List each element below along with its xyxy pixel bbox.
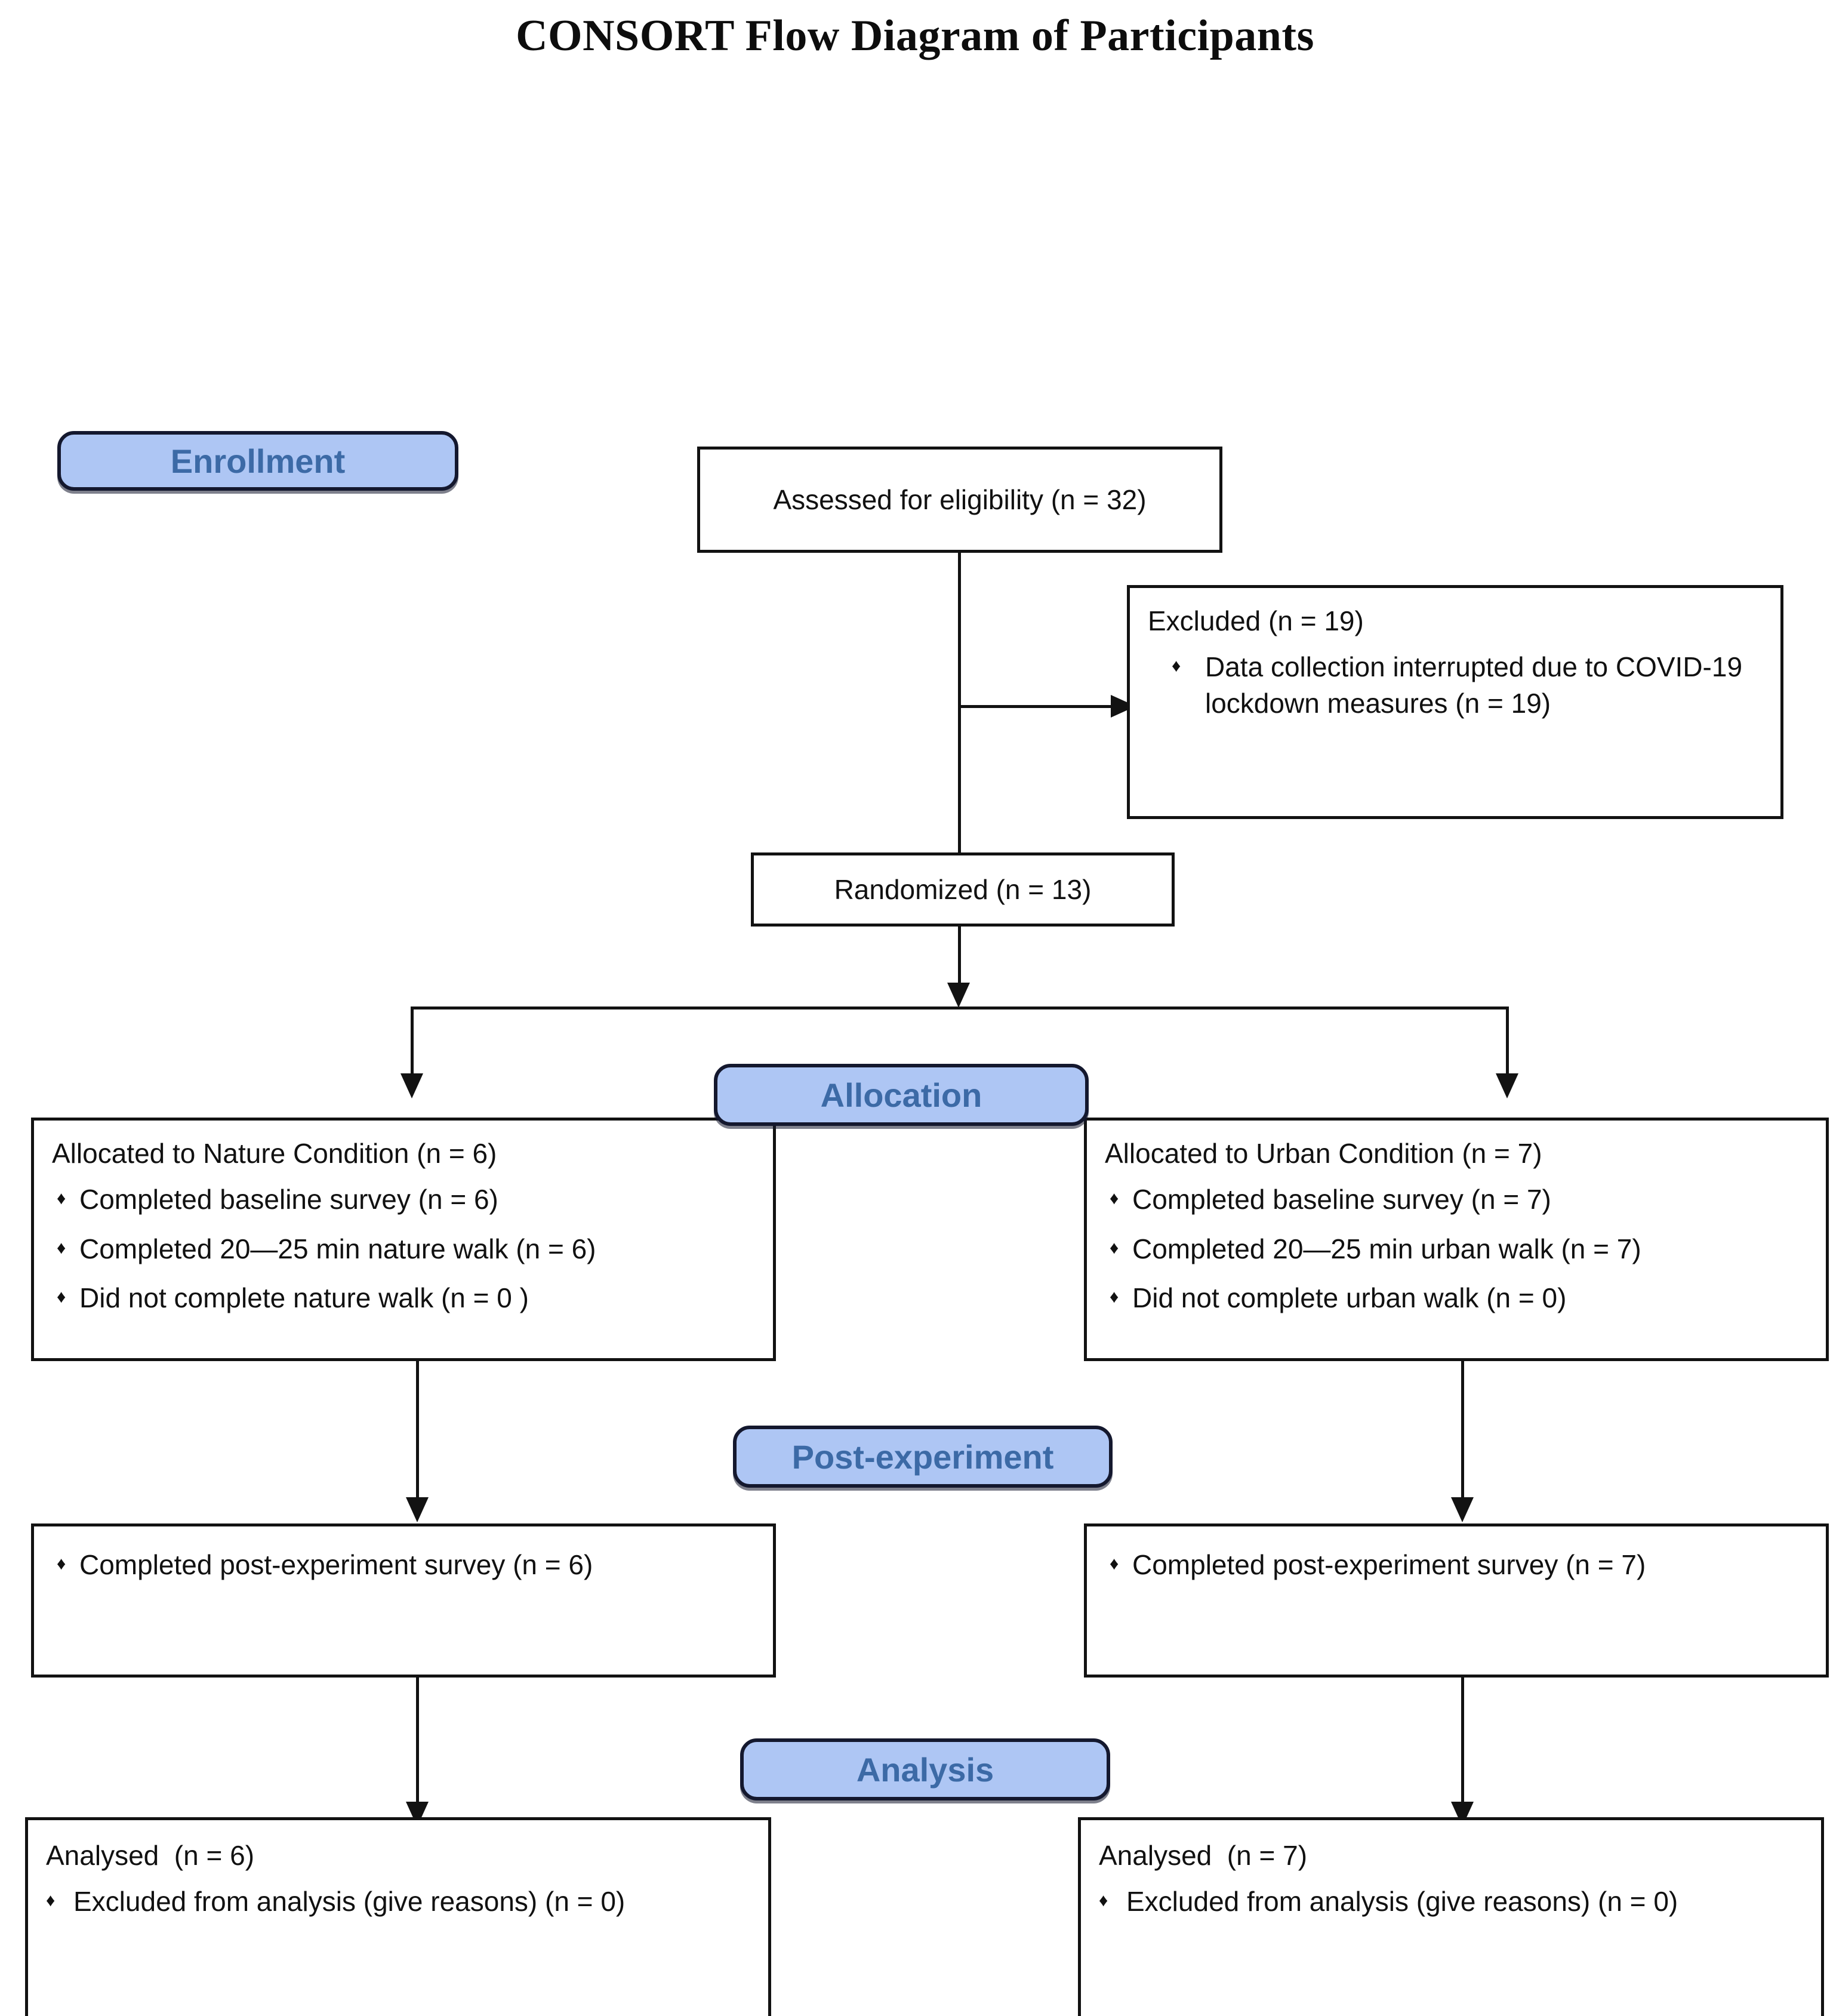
list-item: Did not complete urban walk (n = 0) xyxy=(1105,1280,1808,1316)
stage-label-enrollment: Enrollment xyxy=(170,442,346,480)
stage-label-allocation: Allocation xyxy=(820,1076,982,1114)
connector-randomized-stem xyxy=(958,927,961,1002)
assessed-text: Assessed for eligibility (n = 32) xyxy=(773,484,1147,515)
analysis-right-bullet-list: Excluded from analysis (give reasons) (n… xyxy=(1099,1883,1803,1920)
arrowhead-alloc-left-to-post xyxy=(406,1497,429,1522)
node-post-experiment-urban: Completed post-experiment survey (n = 7) xyxy=(1084,1523,1829,1678)
stage-banner-post-experiment: Post-experiment xyxy=(733,1426,1113,1488)
node-assessed-for-eligibility: Assessed for eligibility (n = 32) xyxy=(697,447,1222,553)
analysis-left-head: Analysed (n = 6) xyxy=(46,1840,255,1871)
randomized-text: Randomized (n = 13) xyxy=(834,874,1092,905)
node-analysed-urban: Analysed (n = 7) Excluded from analysis … xyxy=(1078,1817,1824,2016)
stage-label-post-experiment: Post-experiment xyxy=(791,1438,1054,1476)
post-right-bullet-list: Completed post-experiment survey (n = 7) xyxy=(1105,1547,1808,1583)
stage-banner-allocation: Allocation xyxy=(714,1064,1089,1126)
connector-split-left xyxy=(411,1007,414,1082)
node-randomized: Randomized (n = 13) xyxy=(751,852,1175,927)
stage-banner-enrollment: Enrollment xyxy=(57,431,458,491)
node-excluded: Excluded (n = 19) Data collection interr… xyxy=(1127,585,1783,819)
connector-assessed-to-randomized xyxy=(958,553,961,852)
list-item: Completed baseline survey (n = 6) xyxy=(52,1181,755,1218)
stage-label-analysis: Analysis xyxy=(856,1750,994,1789)
node-allocated-urban: Allocated to Urban Condition (n = 7) Com… xyxy=(1084,1118,1829,1361)
alloc-left-bullet-list: Completed baseline survey (n = 6) Comple… xyxy=(52,1181,755,1316)
list-item: Completed 20—25 min urban walk (n = 7) xyxy=(1105,1231,1808,1267)
node-analysed-nature: Analysed (n = 6) Excluded from analysis … xyxy=(25,1817,771,2016)
page-title: CONSORT Flow Diagram of Participants xyxy=(516,11,1314,60)
node-post-experiment-nature: Completed post-experiment survey (n = 6) xyxy=(31,1523,776,1678)
post-left-bullet-list: Completed post-experiment survey (n = 6) xyxy=(52,1547,755,1583)
arrowhead-split-right xyxy=(1496,1073,1518,1098)
alloc-right-bullet-list: Completed baseline survey (n = 7) Comple… xyxy=(1105,1181,1808,1316)
list-item: Excluded from analysis (give reasons) (n… xyxy=(46,1883,750,1920)
connector-allocation-split-bar xyxy=(411,1007,1509,1009)
list-item: Completed 20—25 min nature walk (n = 6) xyxy=(52,1231,755,1267)
arrowhead-randomized-stem xyxy=(947,983,970,1008)
excluded-bullet-list: Data collection interrupted due to COVID… xyxy=(1148,649,1763,721)
alloc-right-head: Allocated to Urban Condition (n = 7) xyxy=(1105,1138,1542,1169)
list-item: Completed post-experiment survey (n = 6) xyxy=(52,1547,755,1583)
analysis-right-head: Analysed (n = 7) xyxy=(1099,1840,1308,1871)
connector-alloc-right-to-post xyxy=(1461,1361,1464,1504)
connector-to-excluded xyxy=(958,705,1113,708)
node-allocated-nature: Allocated to Nature Condition (n = 6) Co… xyxy=(31,1118,776,1361)
analysis-left-bullet-list: Excluded from analysis (give reasons) (n… xyxy=(46,1883,750,1920)
connector-post-right-to-analysis xyxy=(1461,1678,1464,1810)
list-item: Data collection interrupted due to COVID… xyxy=(1148,649,1763,721)
excluded-head: Excluded (n = 19) xyxy=(1148,605,1364,636)
arrowhead-alloc-right-to-post xyxy=(1451,1497,1474,1522)
list-item: Completed post-experiment survey (n = 7) xyxy=(1105,1547,1808,1583)
alloc-left-head: Allocated to Nature Condition (n = 6) xyxy=(52,1138,497,1169)
connector-split-right xyxy=(1506,1007,1509,1082)
stage-banner-analysis: Analysis xyxy=(740,1738,1110,1800)
list-item: Excluded from analysis (give reasons) (n… xyxy=(1099,1883,1803,1920)
arrowhead-split-left xyxy=(400,1073,423,1098)
connector-alloc-left-to-post xyxy=(416,1361,419,1504)
list-item: Completed baseline survey (n = 7) xyxy=(1105,1181,1808,1218)
connector-post-left-to-analysis xyxy=(416,1678,419,1810)
list-item: Did not complete nature walk (n = 0 ) xyxy=(52,1280,755,1316)
